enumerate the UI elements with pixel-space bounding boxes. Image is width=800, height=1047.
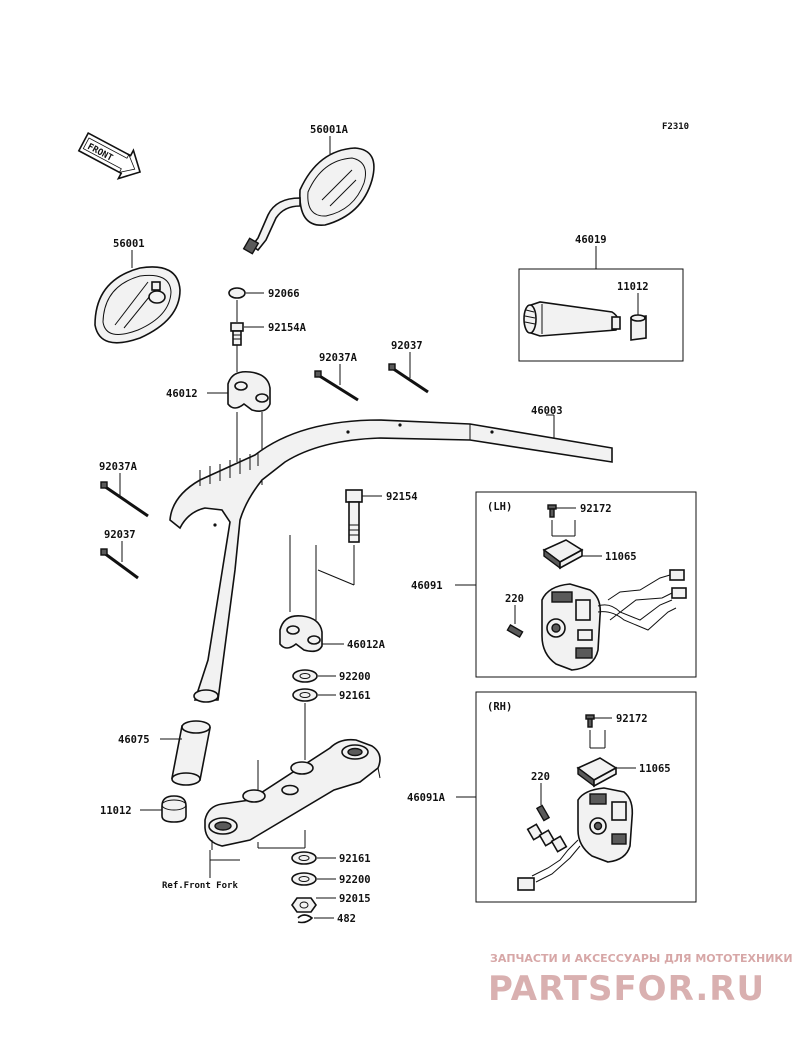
upper-triple-clamp: [204, 738, 381, 850]
callout-92161-top: 92161: [339, 690, 371, 702]
callout-56001A: 56001A: [310, 124, 349, 136]
callout-92037-mid: 92037: [391, 340, 423, 352]
screw-220-lh: [506, 623, 524, 639]
callout-92154: 92154: [386, 491, 418, 503]
callout-92154A: 92154A: [268, 322, 307, 334]
grip-46075: [171, 720, 211, 786]
switch-46091-lh: [541, 569, 687, 671]
front-arrow-icon: FRONT: [77, 132, 142, 180]
callout-220-lh: 220: [505, 593, 524, 605]
callout-220-rh: 220: [531, 771, 550, 783]
washer-92200-bottom: [291, 872, 317, 886]
callout-46012A: 46012A: [347, 639, 386, 651]
cap-92066: [228, 287, 246, 299]
ref-front-fork: Ref.Front Fork: [162, 881, 238, 891]
clip-482: [297, 914, 314, 924]
pin-92037A-mid: [314, 370, 359, 402]
clamp-46012: [227, 370, 271, 412]
callout-92037-left: 92037: [104, 529, 136, 541]
rh-tag: (RH): [487, 701, 512, 713]
callout-11012-top: 11012: [617, 281, 649, 293]
watermark-tagline: ЗАПЧАСТИ И АКСЕССУАРЫ ДЛЯ МОТОТЕХНИКИ: [490, 952, 793, 965]
cover-11065-rh: [576, 757, 618, 788]
washer-92200-top: [292, 669, 318, 683]
callout-46091A: 46091A: [407, 792, 446, 804]
throttle-grip-box: [518, 268, 684, 362]
callout-56001: 56001: [113, 238, 145, 250]
callout-92200-bottom: 92200: [339, 874, 371, 886]
mirror-right: [242, 147, 375, 255]
callout-92161-bottom: 92161: [339, 853, 371, 865]
washer-92161-bottom: [291, 851, 317, 865]
bolt-92154A: [230, 322, 244, 346]
callout-92172-lh: 92172: [580, 503, 612, 515]
callout-92037A-mid: 92037A: [319, 352, 358, 364]
washer-92161-top: [292, 688, 318, 702]
lh-tag: (LH): [487, 501, 512, 513]
pin-92037-left: [100, 548, 139, 580]
callout-92200-top: 92200: [339, 671, 371, 683]
end-cap-11012-top: [630, 314, 647, 341]
figure-code: F2310: [662, 122, 689, 132]
pin-92037-mid: [388, 363, 429, 394]
mirror-left: [94, 266, 181, 344]
callout-46075: 46075: [118, 734, 150, 746]
screw-92172-rh: [585, 714, 595, 728]
clamp-46012A: [279, 614, 323, 653]
callout-482: 482: [337, 913, 356, 925]
end-cap-11012-bottom: [161, 795, 187, 823]
callout-11012-bottom: 11012: [100, 805, 132, 817]
callout-11065-lh: 11065: [605, 551, 637, 563]
callout-46003: 46003: [531, 405, 563, 417]
nut-92015: [291, 897, 317, 913]
cover-11065-lh: [542, 539, 584, 570]
handlebar-46003: [169, 419, 613, 703]
bolt-92154: [345, 489, 363, 543]
callout-11065-rh: 11065: [639, 763, 671, 775]
callout-92015: 92015: [339, 893, 371, 905]
callout-92037A-left: 92037A: [99, 461, 138, 473]
callout-46091: 46091: [411, 580, 443, 592]
throttle-grip-46019: [523, 301, 621, 337]
callout-92066: 92066: [268, 288, 300, 300]
screw-220-rh: [535, 804, 551, 822]
watermark-brand: PARTSFOR.RU: [488, 969, 765, 1009]
callout-46019: 46019: [575, 234, 607, 246]
screw-92172-lh: [547, 504, 557, 518]
callout-92172-rh: 92172: [616, 713, 648, 725]
switch-46091A-rh: [517, 787, 634, 891]
pin-92037A-left: [100, 481, 149, 518]
callout-46012: 46012: [166, 388, 198, 400]
